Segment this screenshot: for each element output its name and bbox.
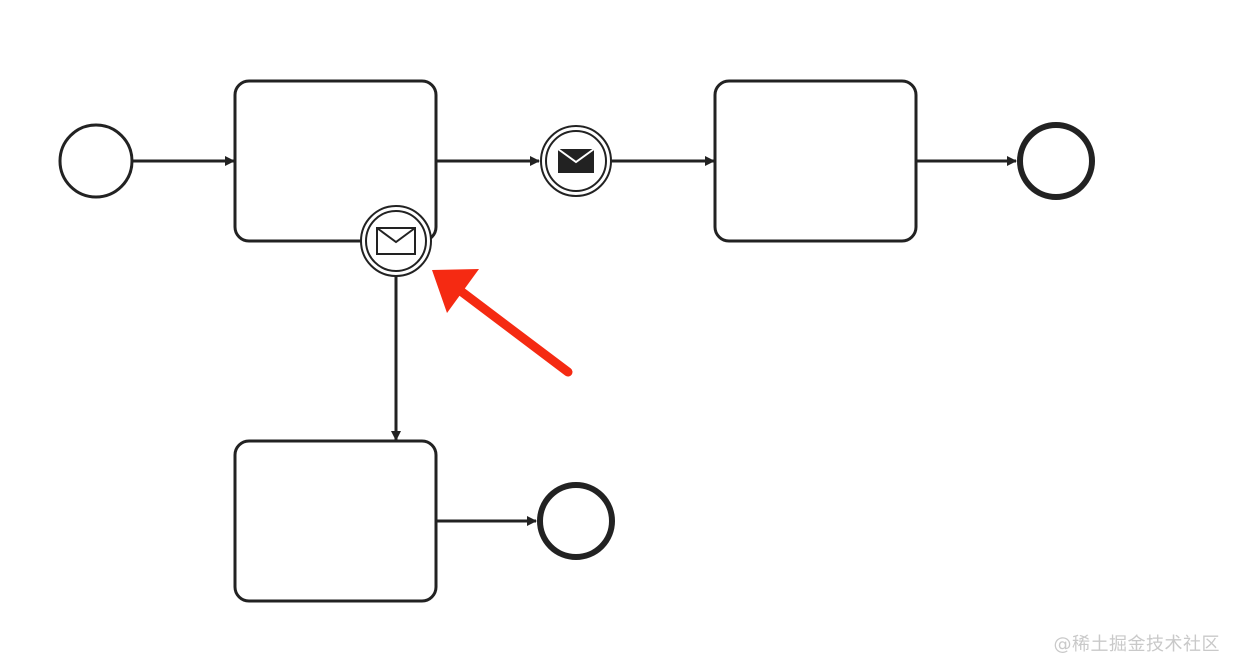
- end-event-1[interactable]: [1017, 122, 1095, 200]
- task-2[interactable]: [713, 79, 918, 243]
- start-event[interactable]: [58, 123, 134, 199]
- boundary-message-catch-event[interactable]: [360, 205, 432, 277]
- message-envelope-filled-icon: [557, 148, 595, 173]
- task-3[interactable]: [233, 439, 438, 603]
- watermark: @稀土掘金技术社区: [1053, 634, 1220, 655]
- end-event-2[interactable]: [537, 482, 615, 560]
- intermediate-message-throw-event[interactable]: [540, 125, 612, 197]
- annotation-arrow: [432, 269, 573, 377]
- message-envelope-icon: [376, 227, 416, 255]
